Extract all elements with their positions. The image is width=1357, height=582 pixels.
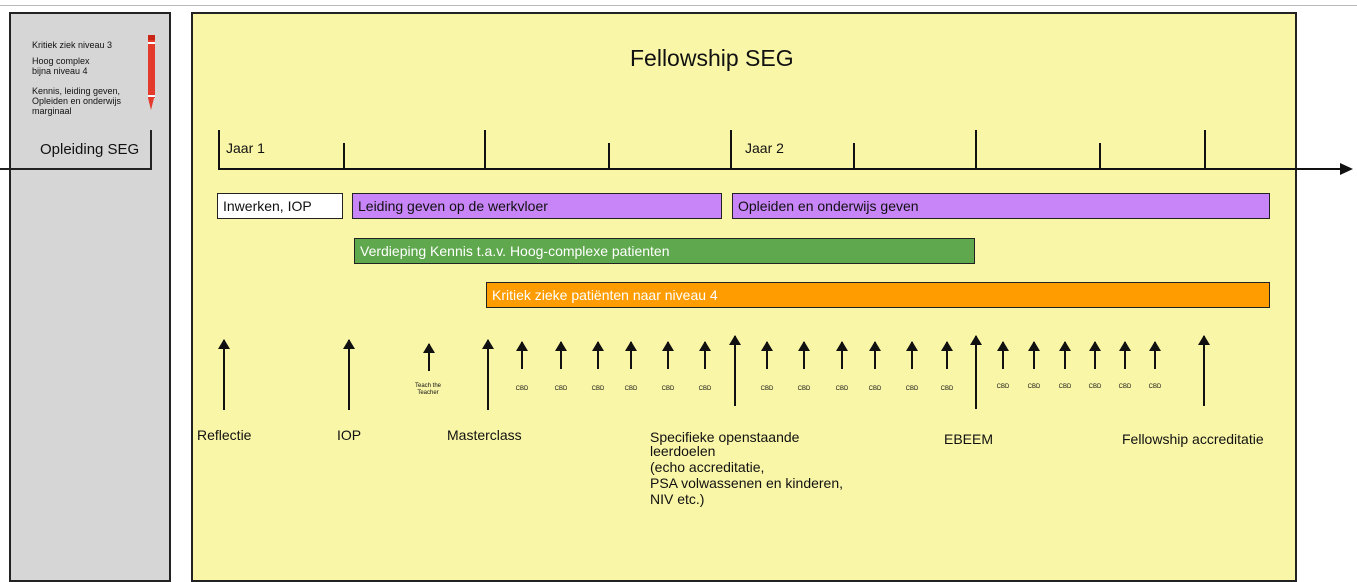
opleiding-box [10,130,152,170]
bar-opleiden: Opleiden en onderwijs geven [732,193,1270,219]
cbd-label: CBD [624,386,638,392]
cbd-label: CBD [515,386,529,392]
diagram-title: Fellowship SEG [630,45,794,71]
timeline-tick-major [218,130,220,168]
cbd-label: CBD [1088,384,1102,390]
cbd-label: CBD [940,386,954,392]
milestone-arrow [343,339,355,410]
legend-line: Opleiden en onderwijs [32,96,122,106]
cbd-arrow [798,341,810,369]
cbd-arrow [555,341,567,369]
top-divider-line [0,5,1357,6]
cbd-arrow [662,341,674,369]
timeline-tick-major [1204,130,1206,168]
teach-the-teacher-label: Teach the Teacher [414,383,442,396]
left-panel [9,12,171,582]
year-1-label: Jaar 1 [226,140,265,156]
timeline-arrowhead [1340,163,1353,175]
timeline-tick-minor [853,143,855,168]
cbd-arrow [1028,341,1040,369]
cbd-arrow [761,341,773,369]
bar-inwerken: Inwerken, IOP [217,193,343,219]
cbd-label: CBD [835,386,849,392]
pencil-icon [148,40,155,98]
cbd-label: CBD [868,386,882,392]
cbd-arrow [1059,341,1071,369]
timeline-tick-minor [608,143,610,168]
milestone-arrow [1198,335,1210,406]
pencil-icon-cap [148,35,155,40]
timeline-axis [218,168,1344,170]
bar-kritiek: Kritiek zieke patiënten naar niveau 4 [486,282,1270,308]
milestone-specifieke-line: PSA volwassenen en kinderen, [650,475,844,491]
milestone-specifieke-line: leerdoelen [650,443,716,459]
cbd-arrow [699,341,711,369]
milestone-specifieke-line: (echo accreditatie, [650,459,765,475]
timeline-tick-minor [1099,143,1101,168]
legend-line: marginaal [32,106,72,116]
bar-leiding-geven: Leiding geven op de werkvloer [352,193,722,219]
milestone-iop: IOP [337,427,362,443]
cbd-label: CBD [1118,384,1132,390]
cbd-arrow [1149,341,1161,369]
timeline-tick-minor [343,143,345,168]
cbd-label: CBD [1148,384,1162,390]
legend-line: Kritiek ziek niveau 3 [32,40,113,50]
milestone-specifieke-line: NIV etc.) [650,491,705,507]
milestone-specifieke-line: Specifieke openstaande [650,429,800,445]
cbd-label: CBD [905,386,919,392]
pencil-icon-tip [148,98,154,110]
legend-line: Hoog complex [32,56,90,66]
milestone-reflectie: Reflectie [197,427,252,443]
pencil-icon-band [148,95,155,97]
cbd-arrow [906,341,918,369]
milestone-ebeem: EBEEM [944,431,994,447]
cbd-label: CBD [996,384,1010,390]
cbd-arrow [625,341,637,369]
cbd-label: CBD [1058,384,1072,390]
year-2-label: Jaar 2 [745,140,784,156]
milestone-arrow [970,335,982,409]
cbd-arrow [836,341,848,369]
milestone-masterclass: Masterclass [447,427,522,443]
cbd-label: CBD [554,386,568,392]
timeline-tick-major [484,130,486,168]
cbd-arrow [516,341,528,369]
legend-line: Kennis, leiding geven, [32,86,121,96]
timeline-tick-major [975,130,977,168]
milestone-arrow [423,343,435,371]
milestone-fellowship-accreditatie: Fellowship accreditatie [1122,431,1264,447]
bar-verdieping: Verdieping Kennis t.a.v. Hoog-complexe p… [354,238,975,264]
cbd-label: CBD [661,386,675,392]
legend-line: bijna niveau 4 [32,66,88,76]
milestone-arrow [218,339,230,410]
cbd-arrow [941,341,953,369]
cbd-label: CBD [698,386,712,392]
cbd-arrow [869,341,881,369]
opleiding-label: Opleiding SEG [40,141,140,158]
cbd-arrow [1119,341,1131,369]
timeline-tick-major [730,130,732,168]
cbd-arrow [592,341,604,369]
milestone-arrow [729,335,741,406]
cbd-label: CBD [1027,384,1041,390]
cbd-label: CBD [797,386,811,392]
milestone-arrow [482,339,494,410]
pencil-icon-band [148,42,155,44]
cbd-label: CBD [760,386,774,392]
timeline-stub [0,168,12,170]
cbd-arrow [1089,341,1101,369]
cbd-label: CBD [591,386,605,392]
cbd-arrow [997,341,1009,369]
